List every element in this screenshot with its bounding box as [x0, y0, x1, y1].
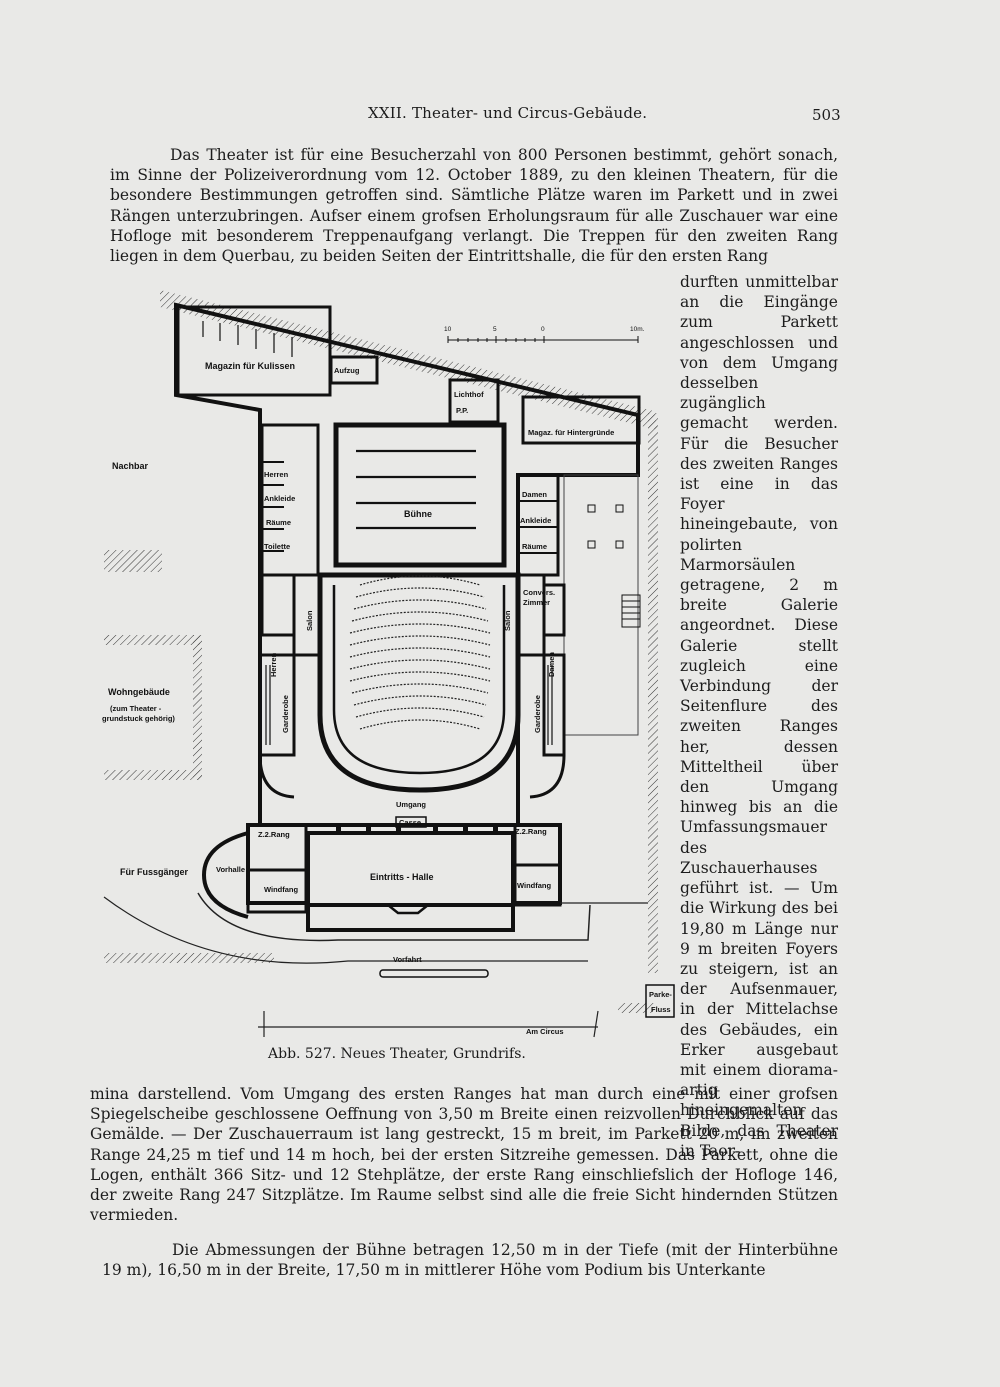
right-garderobe	[542, 653, 566, 757]
label-damen-right: Damen	[547, 652, 556, 677]
label-casse: Casse	[399, 818, 421, 827]
label-magazin-kulissen: Magazin für Kulissen	[205, 361, 295, 371]
label-zimmer: Zimmer	[523, 598, 550, 607]
label-wohngebaeude-3: grundstuck gehörig)	[102, 714, 175, 723]
label-am-circus: Am Circus	[526, 1027, 564, 1036]
page-number: 503	[812, 106, 841, 124]
label-windfang-right: Windfang	[517, 881, 552, 890]
label-lichthof: Lichthof	[454, 390, 484, 399]
paragraph-last: Die Abmessungen der Bühne betragen 12,50…	[102, 1241, 838, 1280]
aufzug-box	[329, 355, 379, 385]
running-header: XXII. Theater- und Circus-Gebäude.	[368, 104, 648, 122]
label-vorhalle: Vorhalle	[216, 865, 245, 874]
floor-plan-drawing: 10 5 0 10m. Magazin für Kulissen Aufzug …	[102, 290, 675, 1038]
hintergruende-box	[521, 395, 641, 445]
label-herren: Herren	[264, 470, 289, 479]
stage-area	[333, 422, 507, 568]
side-column-text: durften unmittelbar an die Eingänge zum …	[680, 273, 838, 1160]
entrance-hall	[306, 831, 515, 907]
label-herren-left: Herren	[269, 652, 278, 677]
left-stair-box	[260, 573, 296, 637]
seating-rows	[349, 575, 491, 730]
label-wohngebaeude: Wohngebäude	[108, 687, 170, 697]
wohngebaeude-hatch-top	[104, 635, 200, 645]
label-garderobe-right: Garderobe	[533, 695, 542, 733]
paragraph-top: Das Theater ist für eine Besucherzahl vo…	[110, 146, 838, 266]
scale-label-10m: 10m.	[630, 326, 645, 333]
label-raeume-r: Räume	[522, 542, 547, 551]
lichthof-box	[448, 378, 500, 424]
label-z2rang-left: Z.2.Rang	[258, 830, 290, 839]
left-windfang	[246, 868, 308, 914]
label-windfang-left: Windfang	[264, 885, 299, 894]
right-convers-box	[542, 583, 566, 637]
left-garderobe	[258, 653, 296, 757]
label-wohngebaeude-2: (zum Theater -	[110, 704, 162, 713]
label-nachbar: Nachbar	[112, 461, 149, 471]
label-raeume: Räume	[266, 518, 291, 527]
floor-plan-figure: 10 5 0 10m. Magazin für Kulissen Aufzug …	[98, 285, 676, 1045]
casse-box	[395, 816, 427, 828]
right-windfang	[513, 863, 562, 907]
label-buehne: Bühne	[404, 509, 432, 519]
label-parkefluss-2: Fluss	[651, 1005, 671, 1014]
bottom-left-hatch	[104, 953, 274, 963]
label-vorfahrt: Vorfahrt	[393, 955, 422, 964]
wohngebaeude-hatch-side	[193, 635, 202, 780]
parkefluss-box	[645, 984, 675, 1018]
left-neighbour-hatch	[104, 550, 162, 572]
vorfahrt-curve	[197, 892, 591, 942]
scale-bar	[447, 336, 639, 343]
front-bay	[387, 904, 429, 915]
scale-label-5: 5	[493, 326, 497, 333]
label-garderobe-left: Garderobe	[281, 695, 290, 733]
figure-caption: Abb. 527. Neues Theater, Grundrifs.	[268, 1046, 526, 1062]
label-pp: P.P.	[456, 406, 468, 415]
paragraph-bottom: mina darstellend. Vom Umgang des ersten …	[90, 1085, 838, 1225]
vorhalle-bay	[201, 831, 249, 919]
label-salon-right: Salon	[503, 610, 512, 631]
label-eintritts-halle: Eintritts - Halle	[370, 872, 434, 882]
right-boundary-hatch	[648, 413, 658, 973]
auditorium-outline	[317, 572, 521, 793]
label-ankleide: Ankleide	[264, 494, 295, 503]
right-salon	[516, 573, 546, 657]
label-salon-left: Salon	[305, 610, 314, 631]
scale-label-10: 10	[444, 326, 452, 333]
label-umgang: Umgang	[396, 800, 426, 809]
scale-label-0: 0	[541, 326, 545, 333]
vorfahrt-island	[379, 969, 489, 978]
label-toilette: Toilette	[264, 542, 290, 551]
label-convers: Convers.	[523, 588, 555, 597]
label-parkefluss-1: Parke-	[649, 990, 672, 999]
right-open-court	[563, 474, 639, 736]
label-magaz-hintergruende: Magaz. für Hintergründe	[528, 428, 614, 437]
magazin-kulissen-room	[176, 305, 332, 397]
label-z2rang-right: Z.2.Rang	[515, 827, 547, 836]
label-damen: Damen	[522, 490, 547, 499]
bottom-right-hatch	[618, 1003, 654, 1013]
label-ankleide-r: Ankleide	[520, 516, 551, 525]
label-aufzug: Aufzug	[334, 366, 360, 375]
building-outline	[174, 302, 640, 932]
wohngebaeude-hatch-bottom	[104, 770, 202, 780]
label-fussgaenger: Für Fussgänger	[120, 867, 189, 877]
